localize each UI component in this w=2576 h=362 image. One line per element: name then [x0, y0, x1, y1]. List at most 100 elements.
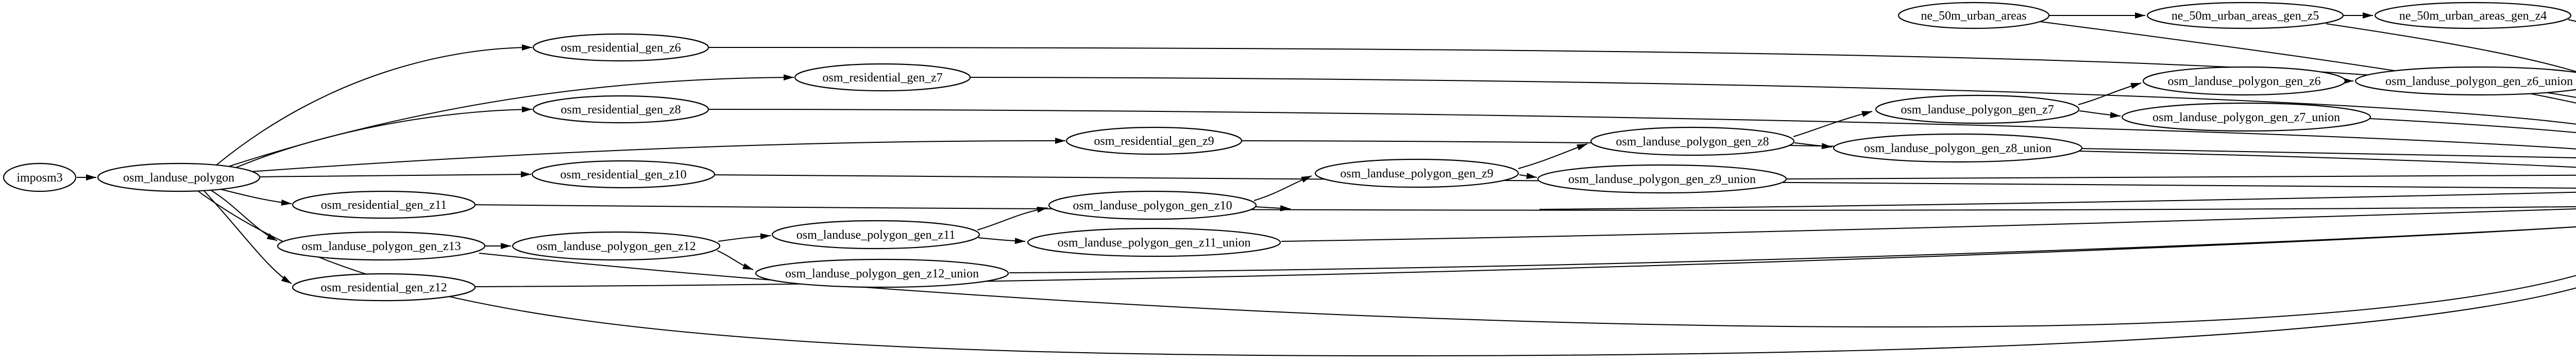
node-osm-landuse-polygon-gen-z12-label: osm_landuse_polygon_gen_z12	[536, 240, 696, 253]
edge	[2078, 83, 2142, 105]
node-osm-landuse-polygon-gen-z8-shape	[1590, 126, 1795, 156]
node-osm-landuse-polygon-gen-z12-union: osm_landuse_polygon_gen_z12_union	[755, 258, 1009, 288]
edge	[978, 237, 1026, 244]
node-osm-landuse-polygon-gen-z11: osm_landuse_polygon_gen_z11	[771, 220, 980, 250]
edge	[210, 189, 278, 241]
edge	[717, 250, 754, 270]
node-imposm3-shape	[3, 162, 77, 192]
node-osm-landuse-polygon-gen-z6: osm_landuse_polygon_gen_z6	[2142, 66, 2346, 96]
edge	[1785, 175, 2576, 179]
node-osm-residential-gen-z10-shape	[531, 160, 716, 189]
node-osm-landuse-polygon-gen-z6-shape	[2142, 66, 2346, 96]
node-ne-50m-urban-areas-gen-z5: ne_50m_urban_areas_gen_z5	[2146, 2, 2344, 29]
edge	[1539, 191, 2576, 210]
node-osm-residential-gen-z10-label: osm_residential_gen_z10	[560, 168, 686, 182]
node-osm-residential-gen-z7-shape	[794, 63, 971, 92]
edge	[708, 47, 2576, 98]
edge	[1281, 208, 2576, 242]
node-osm-residential-gen-z7: osm_residential_gen_z7	[794, 63, 971, 92]
node-osm-landuse-polygon-gen-z6-union-label: osm_landuse_polygon_gen_z6_union	[2385, 75, 2573, 88]
edge	[970, 77, 2576, 125]
node-osm-landuse-polygon-gen-z8: osm_landuse_polygon_gen_z8	[1590, 126, 1795, 156]
edge	[474, 204, 2576, 211]
node-osm-landuse-polygon-gen-z11-shape	[771, 220, 980, 250]
node-imposm3-label: imposm3	[16, 171, 62, 185]
node-osm-landuse-polygon-label: osm_landuse_polygon	[123, 171, 234, 185]
node-osm-landuse-polygon-gen-z10-shape	[1048, 190, 1257, 220]
edge	[1518, 143, 1588, 169]
node-osm-landuse-polygon-gen-z7-union-label: osm_landuse_polygon_gen_z7_union	[2153, 111, 2340, 124]
edge	[1794, 142, 1833, 150]
node-osm-residential-gen-z8: osm_residential_gen_z8	[532, 95, 709, 124]
node-osm-residential-gen-z11-shape	[292, 190, 476, 219]
node-osm-landuse-polygon-gen-z11-union: osm_landuse_polygon_gen_z11_union	[1027, 227, 1281, 257]
node-osm-landuse-polygon-gen-z8-union-shape	[1833, 133, 2083, 163]
node-ne-50m-urban-areas-gen-z5-shape	[2146, 2, 2344, 29]
edges	[77, 12, 2576, 357]
node-ne-50m-urban-areas-gen-z4-shape	[2374, 2, 2572, 29]
edge	[216, 188, 292, 206]
edge	[1255, 205, 1291, 211]
node-osm-landuse-polygon-gen-z7-union-shape	[2121, 102, 2371, 132]
node-osm-landuse-polygon-gen-z9-shape	[1314, 158, 1519, 188]
node-osm-landuse-polygon-gen-z6-union: osm_landuse_polygon_gen_z6_union	[2354, 66, 2576, 96]
edge	[204, 190, 292, 284]
node-osm-residential-gen-z12-shape	[292, 273, 476, 302]
node-osm-landuse-polygon: osm_landuse_polygon	[97, 162, 261, 192]
edge	[1253, 175, 1312, 201]
node-osm-landuse-polygon-gen-z6-label: osm_landuse_polygon_gen_z6	[2167, 75, 2320, 88]
node-osm-landuse-polygon-gen-z12-union-label: osm_landuse_polygon_gen_z12_union	[785, 267, 979, 281]
node-osm-residential-gen-z7-label: osm_residential_gen_z7	[822, 71, 942, 85]
edge	[2326, 23, 2576, 72]
node-osm-landuse-polygon-gen-z9-union-label: osm_landuse_polygon_gen_z9_union	[1568, 173, 1756, 186]
node-osm-landuse-polygon-gen-z7-label: osm_landuse_polygon_gen_z7	[1901, 103, 2054, 117]
node-osm-landuse-polygon-gen-z11-label: osm_landuse_polygon_gen_z11	[796, 228, 955, 242]
edge	[216, 44, 533, 166]
node-osm-residential-gen-z9-label: osm_residential_gen_z9	[1094, 135, 1214, 148]
node-osm-residential-gen-z9: osm_residential_gen_z9	[1065, 126, 1243, 155]
edge	[2079, 110, 2121, 119]
node-osm-landuse-polygon-gen-z8-union-label: osm_landuse_polygon_gen_z8_union	[1864, 142, 2052, 155]
edge	[977, 206, 1048, 231]
edge	[1241, 140, 2576, 168]
node-osm-residential-gen-z11-label: osm_residential_gen_z11	[321, 199, 447, 212]
node-osm-landuse-polygon-gen-z8-union: osm_landuse_polygon_gen_z8_union	[1833, 133, 2083, 163]
edge	[479, 253, 2576, 327]
node-osm-residential-gen-z12: osm_residential_gen_z12	[292, 273, 476, 302]
edge	[1793, 111, 1873, 137]
node-osm-residential-gen-z8-label: osm_residential_gen_z8	[561, 103, 681, 117]
node-osm-landuse-polygon-gen-z13: osm_landuse_polygon_gen_z13	[277, 231, 486, 261]
node-osm-landuse-polygon-gen-z8-label: osm_landuse_polygon_gen_z8	[1616, 135, 1769, 149]
node-ne-50m-urban-areas-shape	[1897, 2, 2050, 29]
node-osm-landuse-polygon-gen-z12-shape	[512, 231, 721, 261]
node-osm-landuse-polygon-gen-z7-shape	[1875, 94, 2080, 124]
edge	[718, 233, 771, 242]
node-osm-residential-gen-z6-label: osm_residential_gen_z6	[561, 41, 681, 55]
node-osm-landuse-polygon-gen-z13-label: osm_landuse_polygon_gen_z13	[301, 240, 461, 253]
node-osm-landuse-polygon-gen-z10: osm_landuse_polygon_gen_z10	[1048, 190, 1257, 220]
node-osm-landuse-polygon-gen-z13-shape	[277, 231, 486, 261]
node-osm-residential-gen-z9-shape	[1065, 126, 1243, 155]
node-osm-landuse-polygon-gen-z6-union-shape	[2354, 66, 2576, 96]
node-ne-50m-urban-areas-gen-z5-label: ne_50m_urban_areas_gen_z5	[2172, 9, 2319, 23]
node-osm-landuse-polygon-gen-z12: osm_landuse_polygon_gen_z12	[512, 231, 721, 261]
node-ne-50m-urban-areas: ne_50m_urban_areas	[1897, 2, 2050, 29]
node-osm-landuse-polygon-gen-z9: osm_landuse_polygon_gen_z9	[1314, 158, 1519, 188]
edge	[1519, 173, 1537, 179]
node-imposm3: imposm3	[3, 162, 77, 192]
node-ne-50m-urban-areas-label: ne_50m_urban_areas	[1921, 9, 2026, 23]
node-osm-landuse-polygon-shape	[97, 162, 261, 192]
edge	[260, 171, 532, 178]
node-osm-landuse-polygon-gen-z11-union-label: osm_landuse_polygon_gen_z11_union	[1057, 236, 1250, 250]
node-osm-residential-gen-z6: osm_residential_gen_z6	[532, 33, 709, 62]
node-osm-landuse-polygon-gen-z7: osm_landuse_polygon_gen_z7	[1875, 94, 2080, 124]
node-osm-landuse-polygon-gen-z9-union: osm_landuse_polygon_gen_z9_union	[1537, 164, 1787, 194]
edge	[226, 74, 794, 168]
node-osm-landuse-polygon-gen-z9-label: osm_landuse_polygon_gen_z9	[1340, 167, 1493, 180]
node-osm-landuse-polygon-gen-z11-union-shape	[1027, 227, 1281, 257]
edge	[708, 109, 2576, 150]
edge	[2369, 118, 2576, 134]
node-osm-landuse-polygon-gen-z7-union: osm_landuse_polygon_gen_z7_union	[2121, 102, 2371, 132]
